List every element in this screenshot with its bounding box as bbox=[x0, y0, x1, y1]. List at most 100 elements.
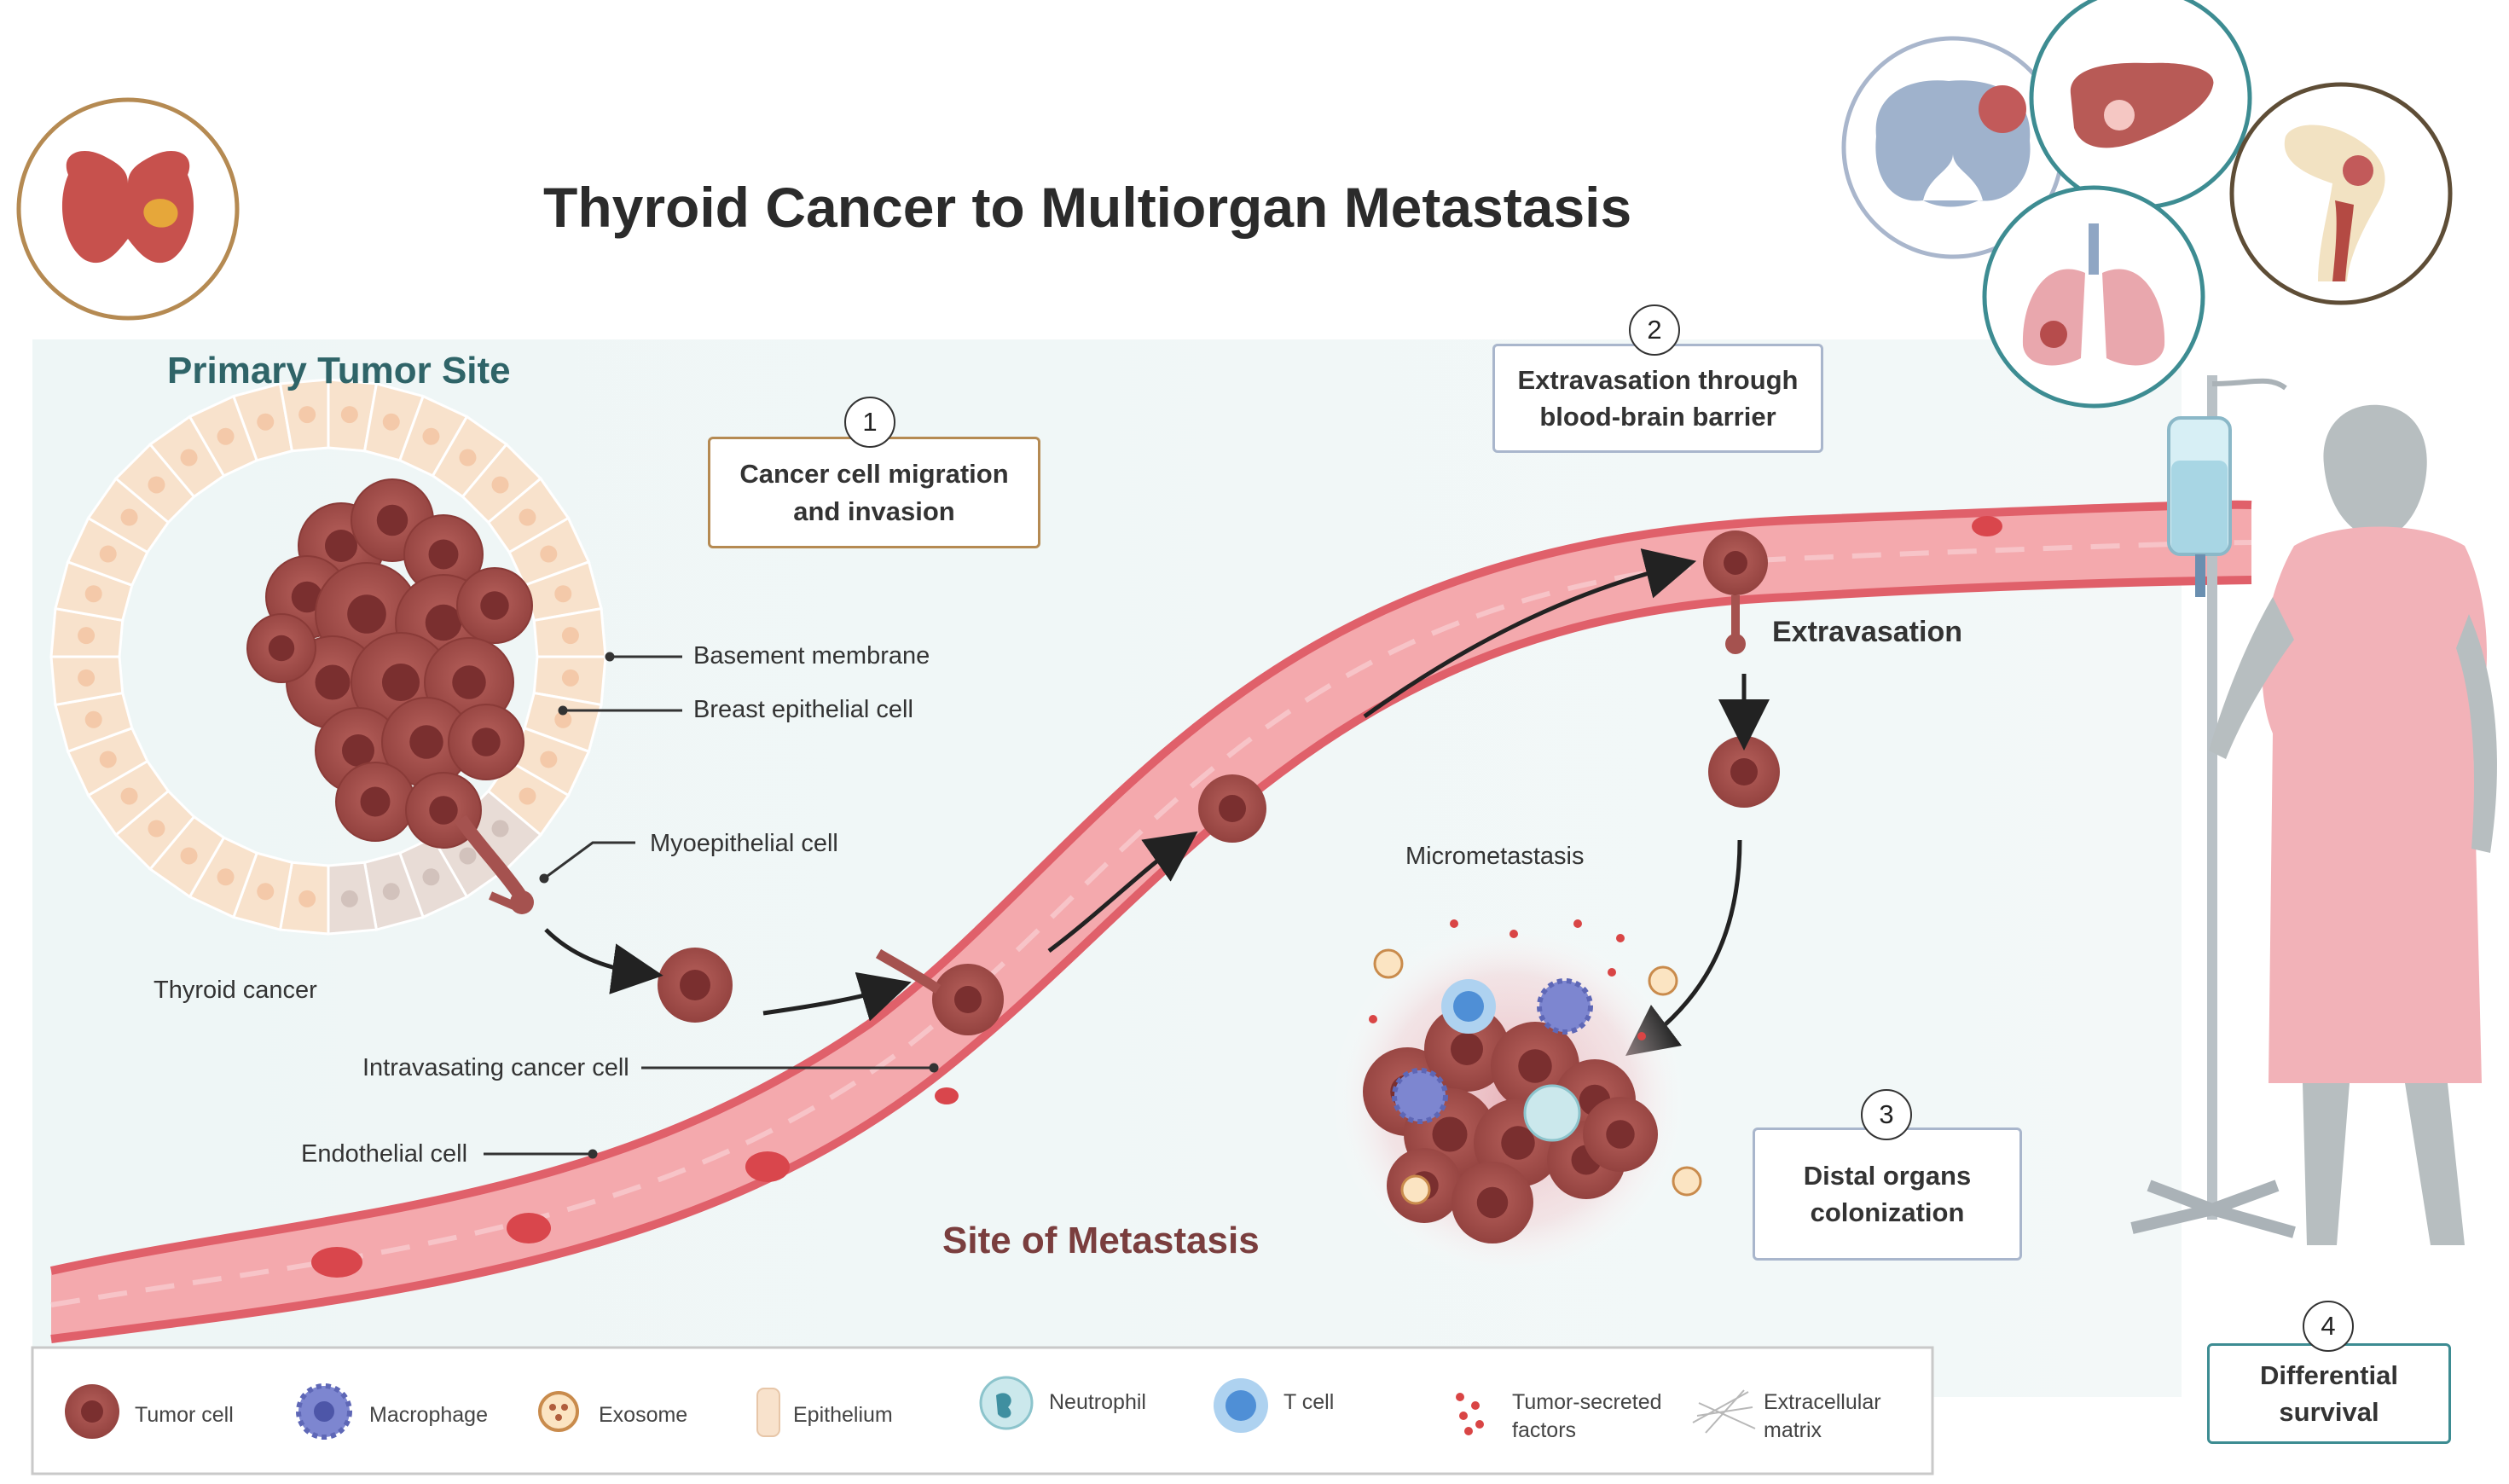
epithelial-nucleus bbox=[340, 890, 358, 907]
epithelial-nucleus bbox=[561, 627, 579, 645]
lung-icon bbox=[1982, 185, 2205, 409]
legend-icons bbox=[65, 1376, 1756, 1440]
epithelial-nucleus bbox=[180, 449, 198, 467]
primary-tumor-cluster bbox=[246, 478, 533, 900]
secreted-factor bbox=[1509, 930, 1518, 938]
secreted-factor bbox=[1608, 968, 1616, 977]
epithelial-nucleus bbox=[422, 427, 440, 445]
epithelial-nucleus bbox=[459, 449, 477, 467]
epithelial-nucleus bbox=[99, 545, 117, 563]
exosome bbox=[1400, 1174, 1431, 1205]
epithelial-nucleus bbox=[382, 413, 400, 431]
legend-ecm-line-1: Extracellular bbox=[1764, 1390, 1881, 1414]
t-cell-icon bbox=[1214, 1378, 1268, 1433]
epithelial-nucleus bbox=[554, 585, 572, 603]
step-3-number: 3 bbox=[1861, 1089, 1912, 1140]
secreted-factor bbox=[1573, 919, 1582, 928]
epithelial-nucleus bbox=[554, 710, 572, 728]
patient-icon bbox=[2209, 404, 2497, 1245]
red-blood-cells bbox=[311, 516, 2002, 1278]
epithelial-nucleus bbox=[99, 751, 117, 768]
tumor-nucleus bbox=[425, 604, 462, 641]
epithelial-nucleus bbox=[148, 820, 165, 838]
t-cell-nucleus bbox=[1453, 991, 1484, 1022]
tumor-nucleus bbox=[268, 635, 295, 662]
extravasation-label: Extravasation bbox=[1772, 616, 1962, 648]
epithelial-nucleus bbox=[519, 787, 536, 805]
step-2-box: Extravasation through blood-brain barrie… bbox=[1492, 344, 1823, 453]
legend-extracellular-matrix: Extracellular matrix bbox=[1764, 1388, 1881, 1444]
step-4-box: Differential survival bbox=[2207, 1343, 2451, 1444]
tumor-nucleus bbox=[360, 786, 391, 817]
invading-protrusion bbox=[455, 814, 526, 900]
epithelial-nucleus bbox=[84, 710, 102, 728]
thyroid-cancer-label: Thyroid cancer bbox=[154, 977, 317, 1004]
myoepithelial-label: Myoepithelial cell bbox=[650, 830, 838, 857]
epithelial-nucleus bbox=[78, 627, 96, 645]
secreted-factor bbox=[1616, 934, 1625, 942]
step-1-number: 1 bbox=[844, 397, 895, 448]
epithelial-nucleus bbox=[298, 406, 316, 424]
macrophage bbox=[1537, 978, 1593, 1035]
epithelial-nucleus bbox=[540, 545, 558, 563]
legend-epithelium: Epithelium bbox=[793, 1403, 893, 1427]
tumor-secreted-factors-icon bbox=[1456, 1393, 1484, 1435]
epithelial-nucleus bbox=[491, 820, 509, 838]
tumor-nucleus bbox=[428, 539, 459, 570]
brain-icon bbox=[1841, 36, 2065, 259]
micrometastasis-nucleus bbox=[1518, 1049, 1552, 1083]
intravasating-label: Intravasating cancer cell bbox=[362, 1054, 629, 1081]
epithelial-nucleus bbox=[340, 406, 358, 424]
neutrophil-icon bbox=[979, 1376, 1034, 1430]
epithelial-nucleus bbox=[491, 476, 509, 494]
legend-exosome: Exosome bbox=[599, 1403, 688, 1427]
epithelial-nucleus bbox=[120, 508, 138, 526]
process-arrows bbox=[544, 548, 1770, 1057]
micrometastasis-nucleus bbox=[1476, 1186, 1509, 1219]
secreted-factor bbox=[1637, 1032, 1646, 1041]
epithelial-nucleus bbox=[422, 868, 440, 886]
step-3-box: Distal organs colonization bbox=[1753, 1127, 2022, 1261]
epithelial-nucleus bbox=[561, 669, 579, 687]
macrophage bbox=[1392, 1068, 1448, 1124]
epithelial-nucleus bbox=[540, 751, 558, 768]
breast-epithelial-label: Breast epithelial cell bbox=[693, 696, 913, 723]
tumor-nucleus bbox=[376, 504, 409, 536]
tumor-nucleus bbox=[325, 530, 357, 562]
epithelial-nucleus bbox=[217, 427, 235, 445]
migrating-cells bbox=[489, 530, 1780, 1035]
legend-tumor-cell: Tumor cell bbox=[135, 1403, 234, 1427]
epithelial-nucleus bbox=[459, 847, 477, 865]
legend-t-cell: T cell bbox=[1283, 1390, 1335, 1414]
tumor-nucleus bbox=[409, 725, 443, 759]
step-3-line-1: Distal organs bbox=[1803, 1160, 1972, 1191]
page-title: Thyroid Cancer to Multiorgan Metastasis bbox=[543, 176, 1632, 239]
epithelium-icon bbox=[756, 1388, 780, 1437]
label-leader-lines bbox=[484, 652, 939, 1159]
micrometastasis-label: Micrometastasis bbox=[1405, 843, 1585, 870]
legend-macrophage: Macrophage bbox=[369, 1403, 488, 1427]
tumor-nucleus bbox=[480, 591, 509, 620]
exosome bbox=[1373, 948, 1404, 979]
epithelial-ring bbox=[49, 378, 607, 936]
tumor-nucleus bbox=[452, 665, 486, 699]
epithelial-nucleus bbox=[78, 669, 96, 687]
legend-tumor-secreted: Tumor-secreted factors bbox=[1512, 1388, 1662, 1444]
basement-membrane-label: Basement membrane bbox=[693, 642, 930, 670]
step-1-box: Cancer cell migration and invasion bbox=[708, 437, 1040, 548]
epithelial-nucleus bbox=[257, 883, 275, 901]
iv-drip-icon bbox=[2130, 375, 2296, 1238]
liver-icon bbox=[2029, 0, 2252, 210]
legend-ecm-line-2: matrix bbox=[1764, 1417, 1822, 1442]
micrometastasis-nucleus bbox=[1606, 1120, 1635, 1149]
endothelial-label: Endothelial cell bbox=[301, 1140, 468, 1168]
epithelial-nucleus bbox=[519, 508, 536, 526]
step-4-line-1: Differential bbox=[2260, 1359, 2398, 1390]
epithelial-nucleus bbox=[120, 787, 138, 805]
step-1-line-1: Cancer cell migration bbox=[739, 459, 1009, 490]
tumor-nucleus bbox=[472, 728, 501, 756]
micrometastasis-nucleus bbox=[1501, 1126, 1535, 1160]
epithelial-nucleus bbox=[84, 585, 102, 603]
